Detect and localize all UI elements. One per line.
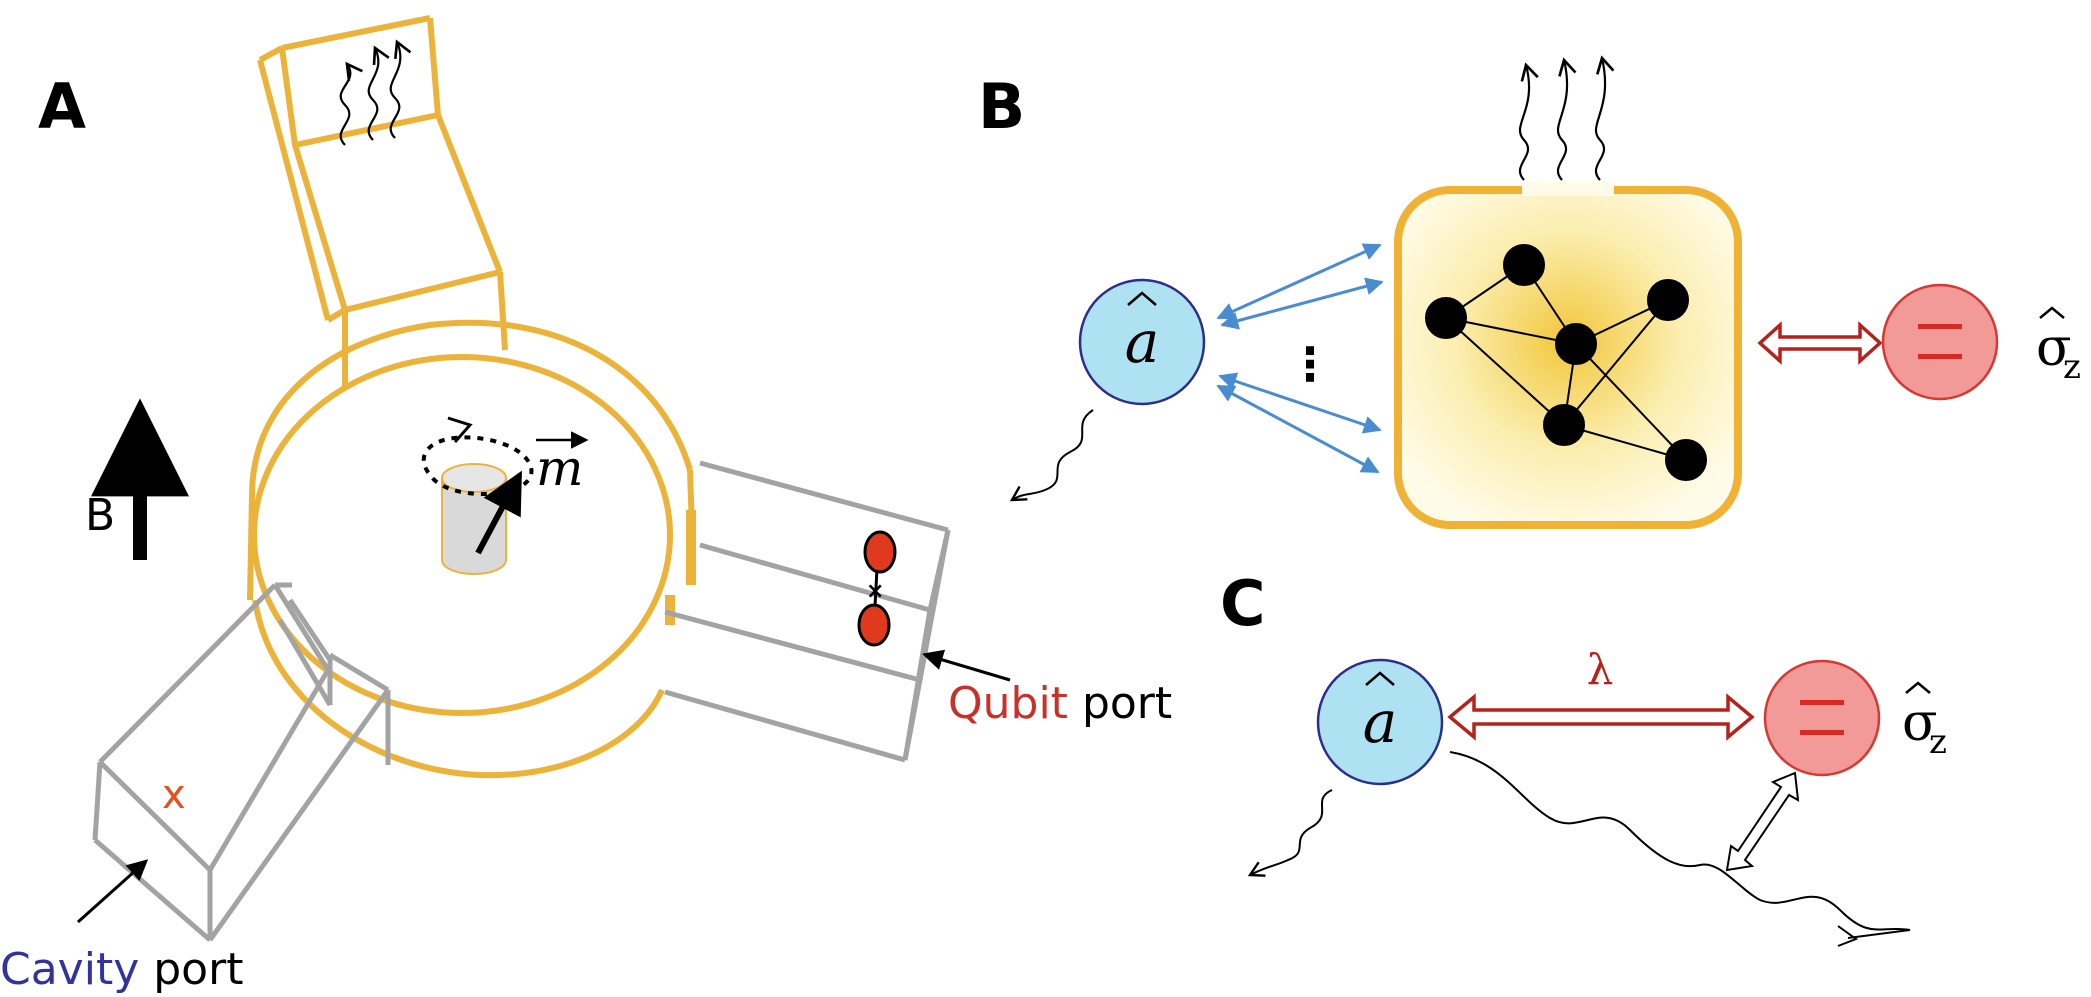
coupling-symbol: λ [1587,645,1614,694]
svg-text:z: z [1929,722,1947,762]
coupling-arrow [1220,277,1384,330]
double-headed-arrow-icon [1757,321,1883,365]
cylindrical-cavity [247,319,696,779]
qubit-circle [1763,659,1881,777]
qubit-damping-arrow-icon [1725,771,1800,872]
cavity-slot-right [686,510,696,585]
ellipsis: ⋮ [1287,337,1333,391]
cavity-mode-symbol: a [1363,688,1398,756]
field-label: B [85,490,115,541]
moment-symbol: m [536,439,583,497]
radiation-wavy-arrows-icon [339,39,412,146]
cavity-slot-lower [665,595,675,625]
qubit-level-upper [1918,324,1962,329]
svg-text:×: × [866,579,884,604]
cavity-cross-mark: x [162,772,186,818]
panel-a-letter: A [38,70,86,143]
qubit-port-pointer-icon [921,649,1011,682]
top-waveguide [257,15,508,388]
double-headed-arrow-icon [1447,693,1755,741]
magnon-node [1425,297,1467,339]
qubit-level-lower [1800,730,1844,735]
coupling-arrow [1216,243,1382,320]
hat-icon [1127,291,1157,306]
cavity-port-pointer-icon [76,859,149,924]
radiation-wavy-arrows-icon [1518,55,1615,181]
blue-coupling-arrows [1216,243,1384,474]
qubit-circle [1881,283,1999,401]
precession-arrow-icon [421,435,534,496]
magnon-box-opening [1522,182,1614,196]
panel-b-letter: B [978,70,1025,143]
qubit-level-upper [1800,700,1844,705]
decay-arrowhead-icon [1837,925,1859,947]
cavity-mode-symbol: a [1125,308,1160,376]
cavity-mode-circle [1316,658,1444,786]
decay-wavy-arrow-icon [1009,409,1094,502]
cavity-waveguide [92,582,391,942]
magnon-node [1543,404,1585,446]
panel-c-letter: C [1220,567,1266,640]
hat-icon [1905,681,1931,694]
qubit-port-label: Qubit port [948,678,1172,729]
decay-wavy-arrow-icon [1247,789,1333,877]
magnon-node [1503,244,1545,286]
magnon-node [1555,323,1597,365]
svg-text:σ: σ [2036,318,2072,378]
coupling-arrow [1216,384,1380,474]
qubit-operator-label: σ z [2036,306,2081,387]
magnon-node [1647,279,1689,321]
qubit-level-lower [1918,354,1962,359]
panel-b: B a [978,55,2081,529]
precession-arrowhead-icon [447,416,473,443]
moment-arrow-icon [475,470,522,555]
transmon-qubit-icon: × [857,530,897,647]
panel-a: A [0,15,1172,995]
qubit-operator-label: σ z [1902,681,1947,762]
qubit-waveguide [664,460,951,763]
hat-icon [1365,671,1395,686]
svg-text:σ: σ [1902,693,1938,753]
svg-text:z: z [2063,347,2081,387]
decay-wavy-arrow-icon [1449,751,1911,939]
cavity-port-label: Cavity port [0,944,243,995]
hat-icon [2039,306,2065,319]
magnon-node [1665,439,1707,481]
cavity-mode-circle [1078,278,1206,406]
magnon-network [1425,244,1707,481]
panel-c: C a λ σ z [1220,567,1947,947]
